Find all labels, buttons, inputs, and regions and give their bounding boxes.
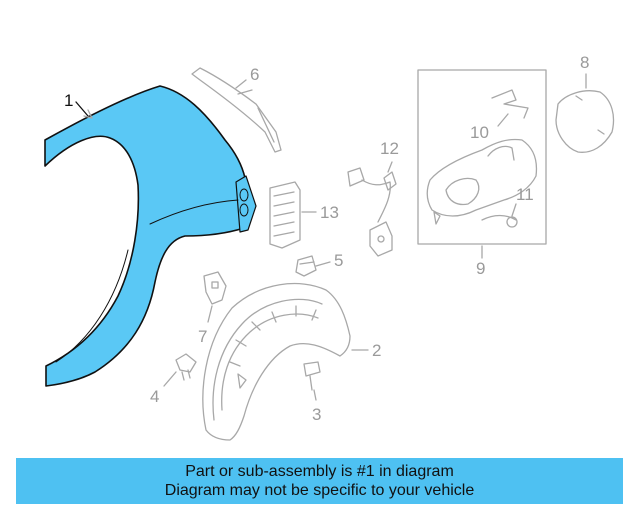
callout-3: 3 xyxy=(312,405,321,424)
rail-strip-part-6[interactable] xyxy=(191,67,282,153)
callout-7: 7 xyxy=(198,327,207,346)
callout-13: 13 xyxy=(320,203,339,222)
callout-2: 2 xyxy=(372,341,381,360)
callout-12: 12 xyxy=(380,139,399,158)
leader-lines xyxy=(75,73,587,401)
vent-grille-part-13[interactable] xyxy=(269,181,301,249)
callout-11: 11 xyxy=(516,185,534,204)
bracket-part-7[interactable] xyxy=(203,271,227,305)
callout-5: 5 xyxy=(334,251,343,270)
banner-line-2: Diagram may not be specific to your vehi… xyxy=(164,482,475,499)
hinge-part-11[interactable] xyxy=(481,214,518,228)
fuel-door-housing-part-9[interactable] xyxy=(417,69,547,245)
callout-1: 1 xyxy=(64,91,73,110)
banner-line-1: Part or sub-assembly is #1 in diagram xyxy=(185,463,454,480)
clip-part-5[interactable] xyxy=(295,255,317,277)
callout-4: 4 xyxy=(150,387,159,406)
cable-actuator-part-12[interactable] xyxy=(347,167,397,257)
screw-part-3[interactable] xyxy=(303,361,321,391)
callout-8: 8 xyxy=(580,53,589,72)
push-clip-part-4[interactable] xyxy=(175,353,197,381)
callout-6: 6 xyxy=(250,65,259,84)
spring-part-10[interactable] xyxy=(491,89,529,119)
callout-10: 10 xyxy=(470,123,489,142)
callout-9: 9 xyxy=(476,259,485,278)
wheelhouse-liner-part-2[interactable] xyxy=(202,282,351,441)
quarter-panel-part-1[interactable] xyxy=(44,85,257,387)
info-banner: Part or sub-assembly is #1 in diagram Di… xyxy=(16,458,623,504)
fuel-door-part-8[interactable] xyxy=(555,90,615,153)
